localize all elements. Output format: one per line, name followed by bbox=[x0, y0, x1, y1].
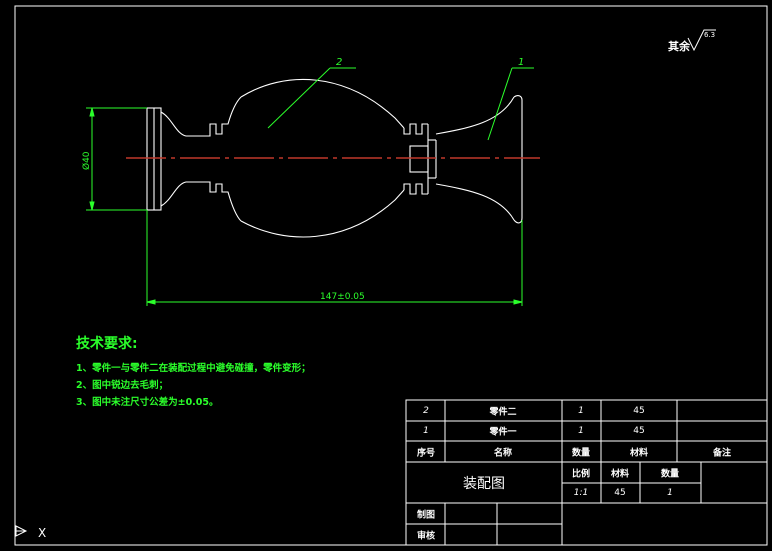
balloon-part2 bbox=[267, 67, 356, 129]
part1-bell-lip bbox=[513, 95, 523, 224]
part1-horn-bottom bbox=[435, 183, 515, 221]
surface-finish-symbol bbox=[687, 29, 716, 52]
signature-drawn-label: 制图 bbox=[416, 510, 436, 521]
part-row-1-name: 零件一 bbox=[489, 427, 517, 438]
header-no: 序号 bbox=[416, 448, 436, 459]
ucs-icon bbox=[15, 525, 28, 537]
part-row-2-material: 45 bbox=[633, 406, 645, 416]
part2-groove-top bbox=[403, 123, 428, 135]
part2-groove-bottom bbox=[403, 183, 428, 195]
part2-neck-bottom bbox=[160, 181, 242, 222]
signature-checked-label: 审核 bbox=[416, 531, 436, 542]
header-remark: 备注 bbox=[712, 448, 732, 459]
title-block-grid bbox=[405, 399, 768, 546]
ucs-axis-label: X bbox=[38, 526, 46, 540]
info-header-material: 材料 bbox=[610, 469, 630, 480]
part-row-1-material: 45 bbox=[633, 426, 645, 436]
length-dimension-text: 147±0.05 bbox=[320, 292, 365, 302]
part-row-2-qty: 1 bbox=[578, 406, 584, 416]
info-value-qty: 1 bbox=[667, 488, 673, 498]
drawing-name: 装配图 bbox=[463, 476, 505, 492]
info-header-qty: 数量 bbox=[660, 469, 680, 480]
length-dimension bbox=[146, 210, 523, 306]
tech-requirement-1: 1、零件一与零件二在装配过程中避免碰撞，零件变形； bbox=[76, 363, 311, 374]
header-material: 材料 bbox=[629, 448, 649, 459]
balloon-part2-label: 2 bbox=[336, 57, 342, 68]
part-row-1-no: 1 bbox=[423, 426, 429, 436]
part2-bulb-top bbox=[240, 78, 405, 129]
info-value-material: 45 bbox=[614, 488, 626, 498]
header-qty: 数量 bbox=[571, 448, 591, 459]
assembly-geometry bbox=[146, 78, 523, 238]
part-row-1-qty: 1 bbox=[578, 426, 584, 436]
tech-requirement-2: 2、图中锐边去毛刺； bbox=[76, 380, 169, 391]
info-header-scale: 比例 bbox=[571, 469, 591, 480]
part-row-2-no: 2 bbox=[423, 406, 429, 416]
info-value-scale: 1:1 bbox=[573, 488, 589, 498]
tech-requirement-3: 3、图中未注尺寸公差为±0.05。 bbox=[76, 397, 219, 408]
drawing-border bbox=[14, 5, 768, 546]
surface-finish-label: 其余 bbox=[668, 39, 691, 53]
spigot bbox=[409, 145, 429, 173]
balloon-part1 bbox=[487, 67, 534, 141]
diameter-dimension-text: Ø40 bbox=[81, 151, 92, 170]
diameter-dimension bbox=[86, 107, 147, 211]
tech-requirements-title: 技术要求: bbox=[76, 336, 138, 352]
part-row-2-name: 零件二 bbox=[489, 407, 517, 418]
surface-finish-value: 6.3 bbox=[704, 31, 715, 39]
header-name: 名称 bbox=[493, 448, 513, 459]
part1-horn-top bbox=[435, 96, 515, 135]
part2-bulb-bottom bbox=[240, 189, 405, 238]
part2-neck-top bbox=[160, 96, 242, 137]
balloon-part1-label: 1 bbox=[518, 57, 524, 68]
